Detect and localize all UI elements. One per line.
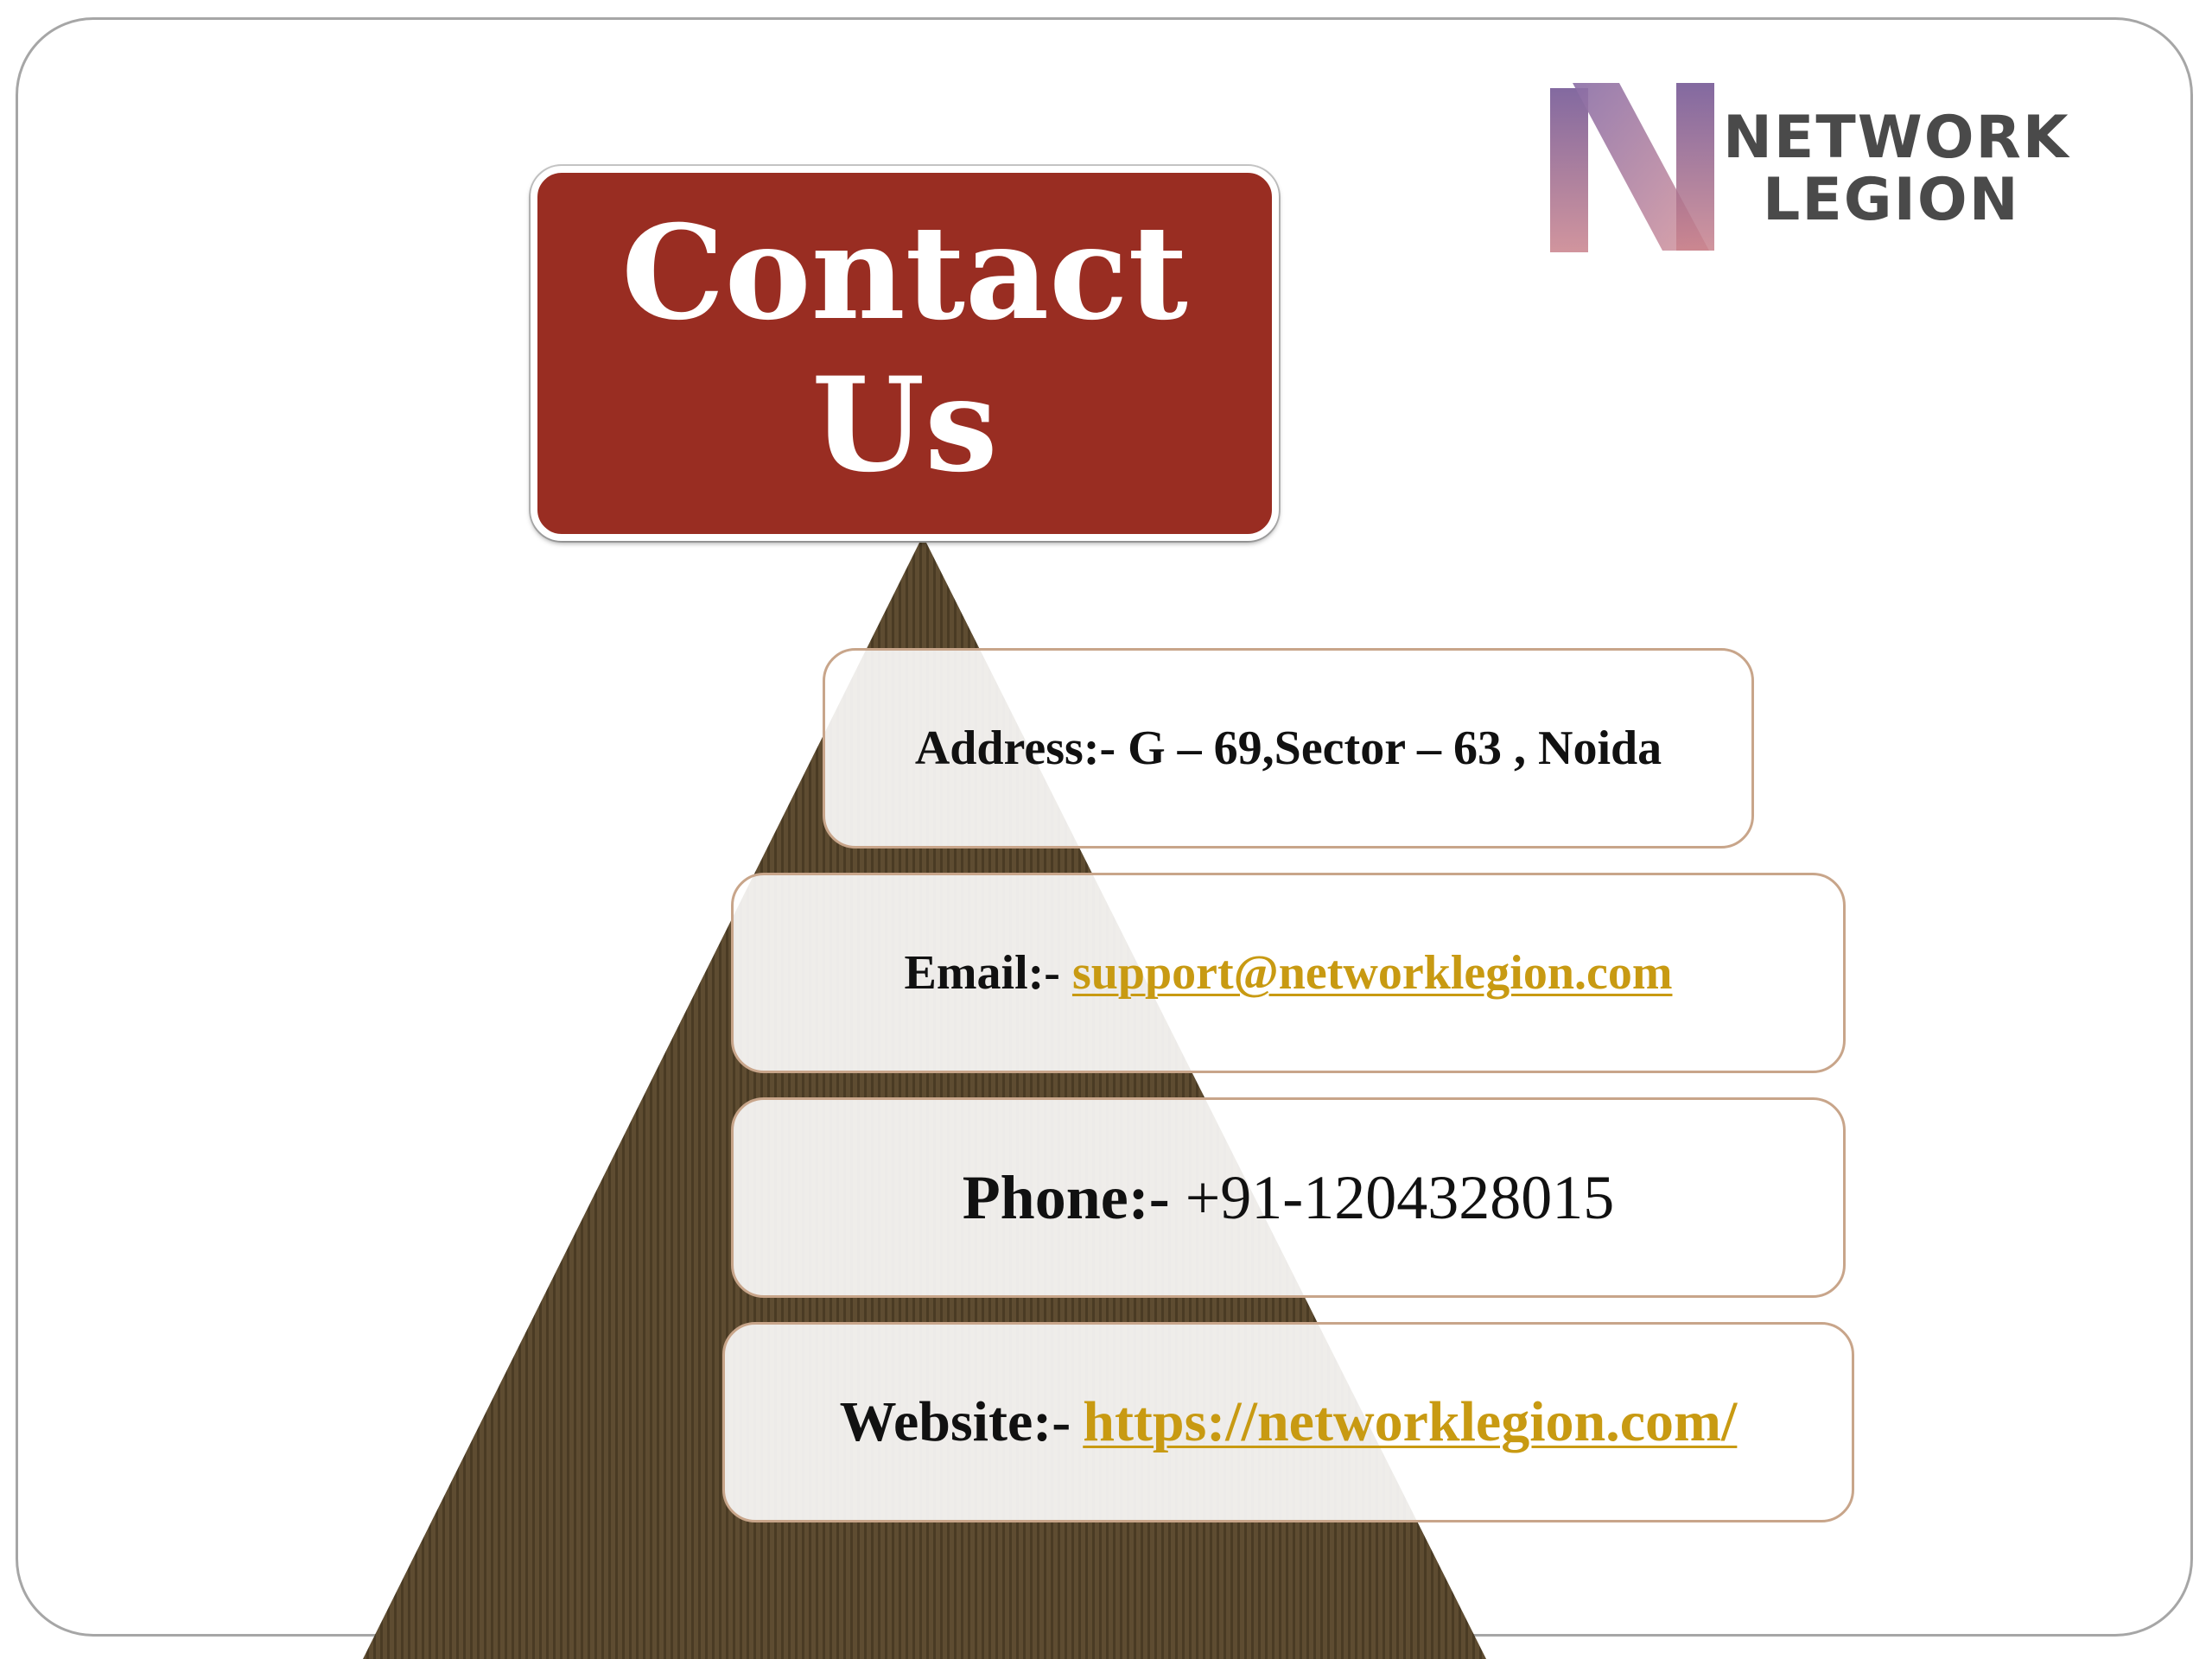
address-text: Address:- G – 69,Sector – 63 , Noida — [914, 721, 1662, 775]
logo-word-network: NETWORK — [1723, 104, 2070, 172]
website-label: Website:- — [839, 1390, 1071, 1453]
email-label: Email:- — [904, 946, 1060, 1000]
address-box: Address:- G – 69,Sector – 63 , Noida — [823, 648, 1754, 849]
network-legion-n-icon — [1550, 83, 1714, 252]
website-box: Website:- https://networklegion.com/ — [722, 1322, 1854, 1522]
page-title: Contact Us — [621, 197, 1188, 501]
phone-box: Phone:- +91-1204328015 — [731, 1097, 1846, 1298]
email-box: Email:- support@networklegion.com — [731, 873, 1846, 1073]
phone-number: +91-1204328015 — [1185, 1162, 1615, 1232]
website-link[interactable]: https://networklegion.com/ — [1083, 1390, 1738, 1453]
logo-word-legion: LEGION — [1763, 166, 2020, 234]
phone-label: Phone:- — [962, 1162, 1170, 1232]
email-link[interactable]: support@networklegion.com — [1071, 946, 1673, 1000]
title-box: Contact Us — [531, 166, 1279, 541]
network-legion-logo: NETWORK LEGION — [1547, 78, 2069, 259]
